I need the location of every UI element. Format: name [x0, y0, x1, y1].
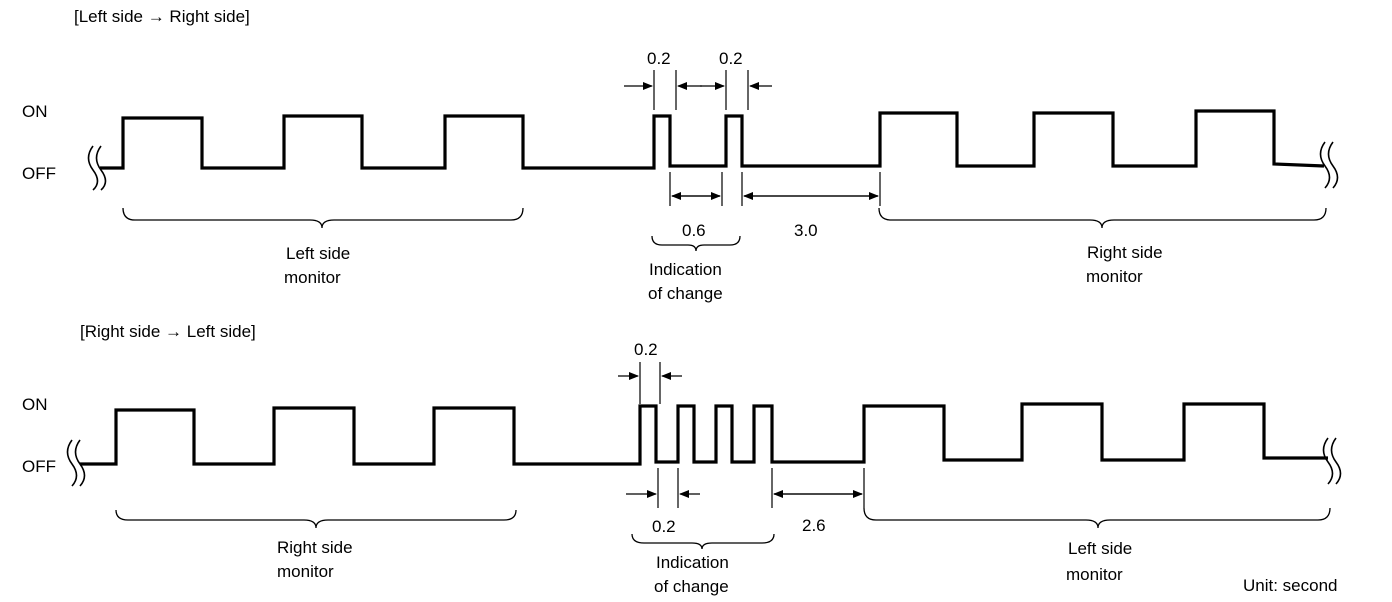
diagram-a-off-label: OFF	[22, 164, 56, 183]
diagram-left-to-right: [Left side → Right side] ON OFF 0.2 0.2 …	[22, 7, 1339, 303]
diagram-a-left-monitor-brace	[122, 207, 524, 229]
diagram-b-break-mark-end	[1322, 437, 1334, 485]
diagram-b-change-brace	[631, 533, 775, 550]
diagram-b-off-label: OFF	[22, 457, 56, 476]
diagram-b-break-mark-end-2	[1330, 437, 1342, 485]
diagram-b-left-group-line-2: monitor	[277, 562, 334, 581]
diagram-a-break-mark-start	[87, 145, 99, 191]
diagram-a-pulse-width-1: 0.2	[647, 49, 671, 68]
diagram-a-left-group-line-1: Left side	[286, 244, 350, 263]
diagram-a-right-group-line-2: monitor	[1086, 267, 1143, 286]
diagram-a-change-line-1: Indication	[649, 260, 722, 279]
unit-label: Unit: second	[1243, 576, 1338, 595]
diagram-a-change-brace	[651, 235, 741, 252]
diagram-a-left-group-line-2: monitor	[284, 268, 341, 287]
diagram-a-break-mark-end	[1319, 141, 1331, 189]
diagram-a-pulse-width-2: 0.2	[719, 49, 743, 68]
diagram-b-header: [Right side → Left side]	[80, 322, 256, 341]
diagram-a-right-monitor-brace	[878, 207, 1327, 229]
diagram-a-header: [Left side → Right side]	[74, 7, 250, 26]
diagram-b-on-label: ON	[22, 395, 48, 414]
diagram-right-to-left: [Right side → Left side] ON OFF 0.2 0.2 …	[22, 322, 1342, 596]
diagram-b-right-monitor-brace	[863, 507, 1331, 529]
diagram-b-change-line-2: of change	[654, 577, 729, 596]
diagram-b-right-group-line-2: monitor	[1066, 565, 1123, 584]
diagram-b-right-group-line-1: Left side	[1068, 539, 1132, 558]
diagram-b-signal-waveform	[80, 402, 1328, 466]
diagram-b-left-group-line-1: Right side	[277, 538, 353, 557]
diagram-b-gap-duration: 0.2	[652, 517, 676, 536]
diagram-b-wait-duration: 2.6	[802, 516, 826, 535]
diagram-a-change-line-2: of change	[648, 284, 723, 303]
diagram-b-left-monitor-brace	[115, 509, 517, 529]
diagram-b-change-line-1: Indication	[656, 553, 729, 572]
diagram-a-wait-duration: 3.0	[794, 221, 818, 240]
diagram-a-break-mark-start-2	[95, 145, 107, 191]
diagram-a-on-label: ON	[22, 102, 48, 121]
diagram-a-signal-waveform	[100, 109, 1325, 170]
diagram-b-break-mark-start	[66, 439, 78, 487]
diagram-a-gap-duration: 0.6	[682, 221, 706, 240]
diagram-b-pulse-width: 0.2	[634, 340, 658, 359]
diagram-a-break-mark-end-2	[1327, 141, 1339, 189]
diagram-a-right-group-line-1: Right side	[1087, 243, 1163, 262]
